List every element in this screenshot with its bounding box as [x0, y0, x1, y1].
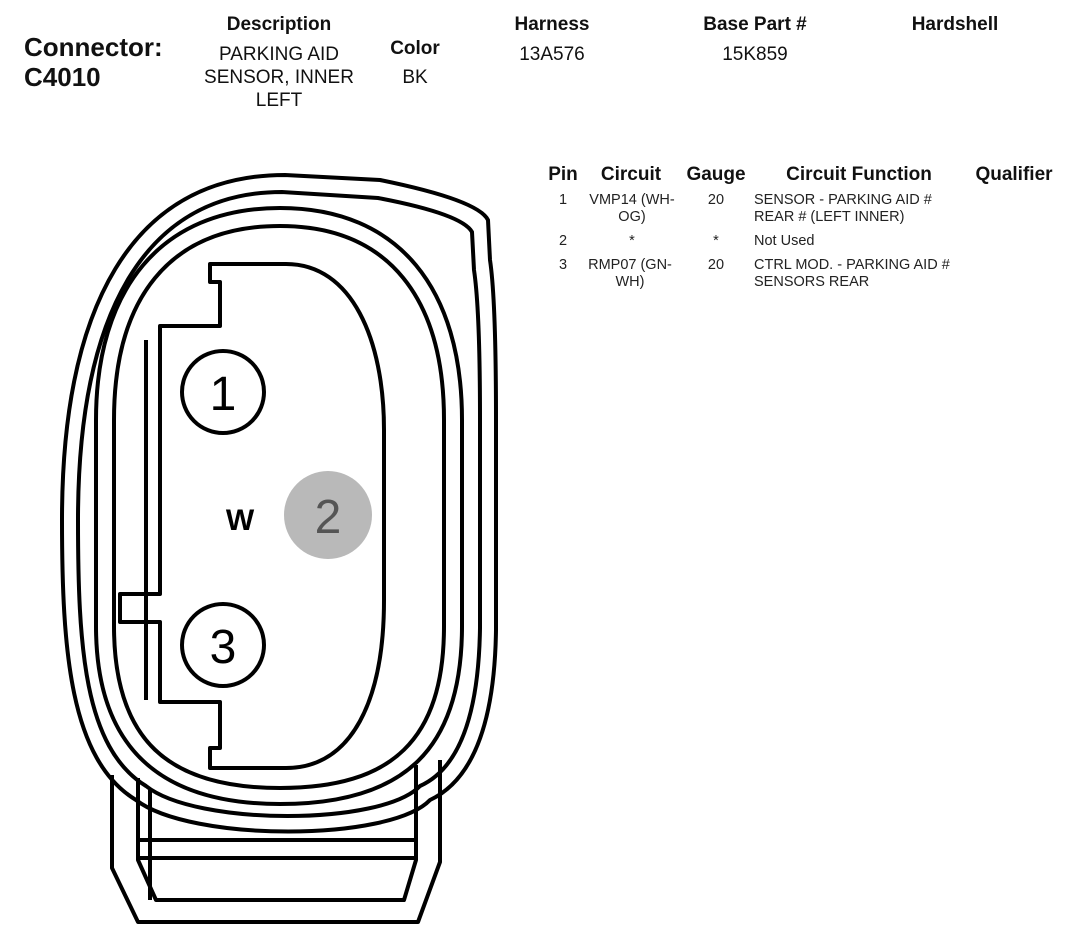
table-row-2-function: Not Used [754, 233, 815, 249]
description-value: PARKING AID SENSOR, INNER LEFT [204, 44, 354, 111]
connector-housing-outer [60, 173, 498, 834]
connector-housing-ring-4 [112, 224, 446, 790]
pin-3-number: 3 [210, 621, 237, 674]
pin-1-circle [180, 349, 266, 435]
qualifier-column-header: Qualifier [975, 164, 1053, 185]
pin-3-circle [180, 602, 266, 688]
circuit-column-header: Circuit [600, 164, 662, 185]
connector-housing-ring-3 [94, 206, 464, 806]
table-row-2-pin: 2 [558, 233, 568, 249]
connector-id: C4010 [24, 62, 101, 92]
table-row-2-circuit: * [629, 233, 635, 249]
table-row-3-pin: 3 [558, 257, 568, 273]
color-value: BK [402, 67, 428, 88]
connector-skirt-inner [136, 765, 418, 902]
pin-2-number: 2 [315, 491, 342, 544]
base-part-value: 15K859 [722, 44, 788, 65]
connector-housing-ring-2 [76, 190, 482, 818]
orientation-mark: W [226, 504, 255, 537]
pin-cavity-insert [118, 262, 386, 770]
table-row-3-circuit: RMP07 (GN-WH) [588, 257, 672, 290]
table-row-2-gauge: * [713, 233, 719, 249]
connector-skirt [110, 760, 442, 924]
harness-header: Harness [514, 14, 590, 35]
gauge-column-header: Gauge [686, 164, 746, 185]
connector-label: Connector: [24, 32, 163, 62]
harness-value: 13A576 [519, 44, 585, 65]
table-row-3-function: CTRL MOD. - PARKING AID # SENSORS REAR [754, 257, 950, 290]
color-header: Color [390, 38, 440, 59]
pin-column-header: Pin [548, 164, 578, 185]
table-row-3-gauge: 20 [707, 257, 725, 273]
function-column-header: Circuit Function [786, 164, 932, 185]
hardshell-header: Hardshell [911, 14, 999, 35]
table-row-1-gauge: 20 [707, 192, 725, 208]
description-header: Description [226, 14, 332, 35]
table-row-1-circuit: VMP14 (WH-OG) [589, 192, 675, 225]
table-row-1-function: SENSOR - PARKING AID # REAR # (LEFT INNE… [754, 192, 932, 225]
pin-1-number: 1 [210, 368, 237, 421]
pin-2-circle [284, 471, 372, 559]
table-row-1-pin: 1 [558, 192, 568, 208]
base-part-header: Base Part # [703, 14, 807, 35]
